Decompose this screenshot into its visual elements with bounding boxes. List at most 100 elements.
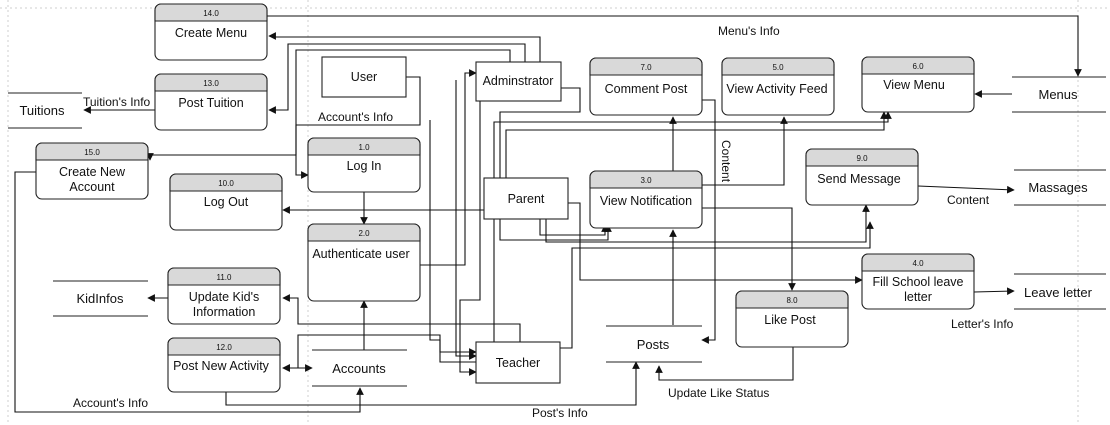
store-label: Leave letter [1024,285,1093,300]
process-label-line2: Account [69,180,115,194]
flow-admin-to-create-menu [268,32,541,62]
processes: 14.0 Create Menu 13.0 Post Tuition 15.0 … [35,3,975,393]
entity-label: Parent [508,192,545,206]
flow-label-content-msg: Content [947,193,990,207]
process-id: 10.0 [218,179,234,188]
entity-parent[interactable]: Parent [483,177,569,220]
store-label: KidInfos [77,291,124,306]
flow-send-msg-to-massages [917,185,1015,194]
store-label: Menus [1038,87,1078,102]
process-create-menu[interactable]: 14.0 Create Menu [154,3,268,61]
store-posts[interactable]: Posts [606,325,702,363]
process-fill-leave-letter[interactable]: 4.0 Fill School leave letter [861,253,975,310]
process-label-line2: letter [904,290,932,304]
store-label: Tuitions [19,103,65,118]
store-kidinfos[interactable]: KidInfos [53,280,148,317]
flow-labels: Menu's Info Tuition's Info Account's Inf… [73,24,1014,420]
process-authenticate-user[interactable]: 2.0 Authenticate user [307,223,421,302]
process-id: 6.0 [912,62,924,71]
flow-label-post-info: Post's Info [532,406,588,420]
process-label-line1: Fill School leave [872,275,963,289]
store-label: Posts [637,337,670,352]
flow-label-update-like: Update Like Status [668,386,769,400]
flow-user-to-teacher [455,80,477,360]
process-comment-post[interactable]: 7.0 Comment Post [589,57,703,116]
store-menus[interactable]: Menus [1012,76,1106,113]
flow-misc-to-teacher [429,120,477,356]
flow-notif-to-activity-feed [701,116,788,186]
entity-teacher[interactable]: Teacher [475,341,561,384]
process-id: 8.0 [786,296,798,305]
store-tuitions[interactable]: Tuitions [8,92,82,129]
process-log-out[interactable]: 10.0 Log Out [169,173,283,231]
process-label: View Activity Feed [726,82,827,96]
flow-create-account-to-accounts [14,171,364,413]
flow-label-letter-info: Letter's Info [951,317,1014,331]
process-label-line2: Information [193,305,256,319]
flow-comment-to-posts [701,99,716,344]
process-id: 3.0 [640,176,652,185]
flow-admin-to-create-account [146,49,511,161]
flow-admin-to-post-tuition [268,43,526,114]
process-create-new-account[interactable]: 15.0 Create New Account [35,142,149,200]
flow-like-to-posts [655,347,794,381]
entity-label: User [351,70,377,84]
flow-label-account-info-top: Account's Info [318,110,393,124]
process-post-tuition[interactable]: 13.0 Post Tuition [154,73,268,131]
process-label: Log Out [204,195,249,209]
flow-notif-to-like [701,207,796,291]
entity-label: Teacher [496,356,540,370]
process-label: View Menu [883,78,945,92]
process-id: 12.0 [216,343,232,352]
process-label: Send Message [817,172,900,186]
process-label-line1: Update Kid's [189,290,259,304]
store-label: Massages [1028,180,1088,195]
process-label: Comment Post [605,82,688,96]
process-like-post[interactable]: 8.0 Like Post [735,290,849,348]
flow-admin-to-teacher [459,101,481,376]
process-id: 9.0 [856,154,868,163]
flow-teacher-to-notif [560,221,874,349]
process-id: 11.0 [217,273,233,282]
process-view-activity-feed[interactable]: 5.0 View Activity Feed [721,57,835,116]
process-label-line1: Create New [59,165,126,179]
process-label: Like Post [764,313,816,327]
entity-label: Adminstrator [483,74,554,88]
entities: User Adminstrator Parent Teacher [321,56,569,384]
flow-label-tuition-info: Tuition's Info [83,95,151,109]
process-label: Post Tuition [178,96,243,110]
stores: Tuitions KidInfos Accounts Posts Menus M… [8,76,1106,387]
flow-teacher-to-view-menu [493,111,892,342]
process-view-notification[interactable]: 3.0 View Notification [589,170,703,229]
flow-create-menu-to-menus [267,15,1082,77]
process-label: Post New Activity [173,359,270,373]
flows [14,15,1082,413]
process-view-menu[interactable]: 6.0 View Menu [861,56,975,113]
process-label: Create Menu [175,26,247,40]
process-update-kid-info[interactable]: 11.0 Update Kid's Information [167,267,281,325]
flow-leave-to-store [973,287,1015,296]
entity-user[interactable]: User [321,56,407,98]
flow-label-content-vertical: Content [719,140,733,183]
process-log-in[interactable]: 1.0 Log In [307,137,421,193]
flow-parent-to-view-menu [505,111,888,178]
store-accounts[interactable]: Accounts [312,349,407,387]
flow-user-to-login [295,76,421,179]
flow-admin-to-notif [499,87,612,241]
entity-adminstrator[interactable]: Adminstrator [475,61,562,102]
store-massages[interactable]: Massages [1014,169,1106,206]
store-leave-letter[interactable]: Leave letter [1014,273,1106,310]
flow-parent-to-send-msg [545,204,870,243]
process-id: 2.0 [358,229,370,238]
store-label: Accounts [332,361,386,376]
process-label: Log In [347,159,382,173]
process-send-message[interactable]: 9.0 Send Message [805,148,919,206]
flow-auth-to-admin [420,69,477,266]
process-post-new-activity[interactable]: 12.0 Post New Activity [167,337,281,393]
process-label: Authenticate user [312,247,409,261]
process-id: 15.0 [84,148,100,157]
process-id: 4.0 [912,259,924,268]
process-id: 1.0 [358,143,370,152]
process-id: 7.0 [640,63,652,72]
